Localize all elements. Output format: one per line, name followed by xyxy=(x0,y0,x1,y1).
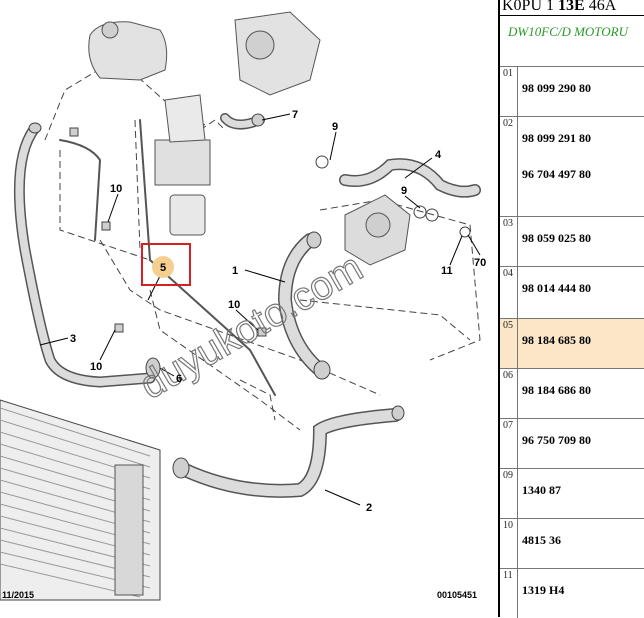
part-label-10a[interactable]: 10 xyxy=(110,183,122,195)
diagram-reference: 00105451 xyxy=(437,590,477,600)
part-label-6[interactable]: 6 xyxy=(176,373,182,385)
part-row-index: 06 xyxy=(500,369,518,419)
part-row[interactable]: 09 1340 87 xyxy=(500,468,644,519)
selected-part-marker xyxy=(152,256,174,278)
coolant-hoses xyxy=(13,113,481,498)
part-row-index: 10 xyxy=(500,519,518,569)
catalog-code: K0PU 1 13E 46A xyxy=(502,0,617,14)
part-number[interactable]: 96 704 497 80 xyxy=(522,167,591,181)
part-row-index: 03 xyxy=(500,217,518,267)
part-row-index: 09 xyxy=(500,469,518,519)
part-number[interactable]: 1319 H4 xyxy=(522,583,565,597)
part-number[interactable]: 98 099 290 80 xyxy=(522,81,591,95)
part-number[interactable]: 98 014 444 80 xyxy=(522,281,591,295)
part-number[interactable]: 96 750 709 80 xyxy=(522,433,591,447)
part-label-1[interactable]: 1 xyxy=(232,265,238,277)
part-number[interactable]: 98 184 686 80 xyxy=(522,383,591,397)
part-row-index: 02 xyxy=(500,117,518,217)
part-label-11[interactable]: 11 xyxy=(441,265,453,277)
part-label-9b[interactable]: 9 xyxy=(401,185,407,197)
part-row[interactable]: 02 98 099 291 80 96 704 497 80 xyxy=(500,116,644,217)
radiator xyxy=(0,399,161,601)
part-number[interactable]: 4815 36 xyxy=(522,533,561,547)
oil-filter-housing xyxy=(154,94,211,236)
part-label-10c[interactable]: 10 xyxy=(90,361,102,373)
part-row-index: 04 xyxy=(500,267,518,319)
part-label-3[interactable]: 3 xyxy=(70,333,76,345)
part-label-4[interactable]: 4 xyxy=(435,149,442,161)
part-number[interactable]: 98 059 025 80 xyxy=(522,231,591,245)
part-label-70[interactable]: 70 xyxy=(474,257,486,269)
part-row[interactable]: 05 98 184 685 80 xyxy=(500,318,644,369)
part-label-5[interactable]: 5 xyxy=(160,262,166,274)
hose-clamps xyxy=(28,113,471,479)
part-number[interactable]: 98 099 291 80 xyxy=(522,131,591,145)
part-row-index: 07 xyxy=(500,419,518,469)
header-divider xyxy=(500,15,644,16)
label-leaders xyxy=(39,113,481,506)
part-row-index: 11 xyxy=(500,569,518,618)
parts-diagram: duyukoto.com 5 1 2 3 4 6 7 9 9 10 10 10 … xyxy=(0,11,486,601)
part-row[interactable]: 03 98 059 025 80 xyxy=(500,216,644,267)
thermostat-housing xyxy=(344,194,411,266)
part-number[interactable]: 98 184 685 80 xyxy=(522,333,591,347)
part-label-9a[interactable]: 9 xyxy=(332,121,338,133)
part-row[interactable]: 06 98 184 686 80 xyxy=(500,368,644,419)
part-label-7[interactable]: 7 xyxy=(292,109,298,121)
part-row[interactable]: 10 4815 36 xyxy=(500,518,644,569)
egr-valve xyxy=(234,11,321,96)
part-row[interactable]: 07 96 750 709 80 xyxy=(500,418,644,469)
part-row-index: 05 xyxy=(500,319,518,369)
expansion-tank xyxy=(88,21,168,81)
parts-list-panel: K0PU 1 13E 46A DW10FC/D MOTORU 01 98 099 … xyxy=(498,0,644,618)
engine-label: DW10FC/D MOTORU xyxy=(508,24,629,39)
part-label-10b[interactable]: 10 xyxy=(228,299,240,311)
diagram-date: 11/2015 xyxy=(2,590,34,600)
part-row[interactable]: 11 1319 H4 xyxy=(500,568,644,618)
part-number[interactable]: 1340 87 xyxy=(522,483,561,497)
part-row[interactable]: 04 98 014 444 80 xyxy=(500,266,644,319)
part-row-index: 01 xyxy=(500,67,518,117)
part-row[interactable]: 01 98 099 290 80 xyxy=(500,66,644,117)
part-label-2[interactable]: 2 xyxy=(366,502,372,514)
selected-part-highlight xyxy=(141,243,191,286)
